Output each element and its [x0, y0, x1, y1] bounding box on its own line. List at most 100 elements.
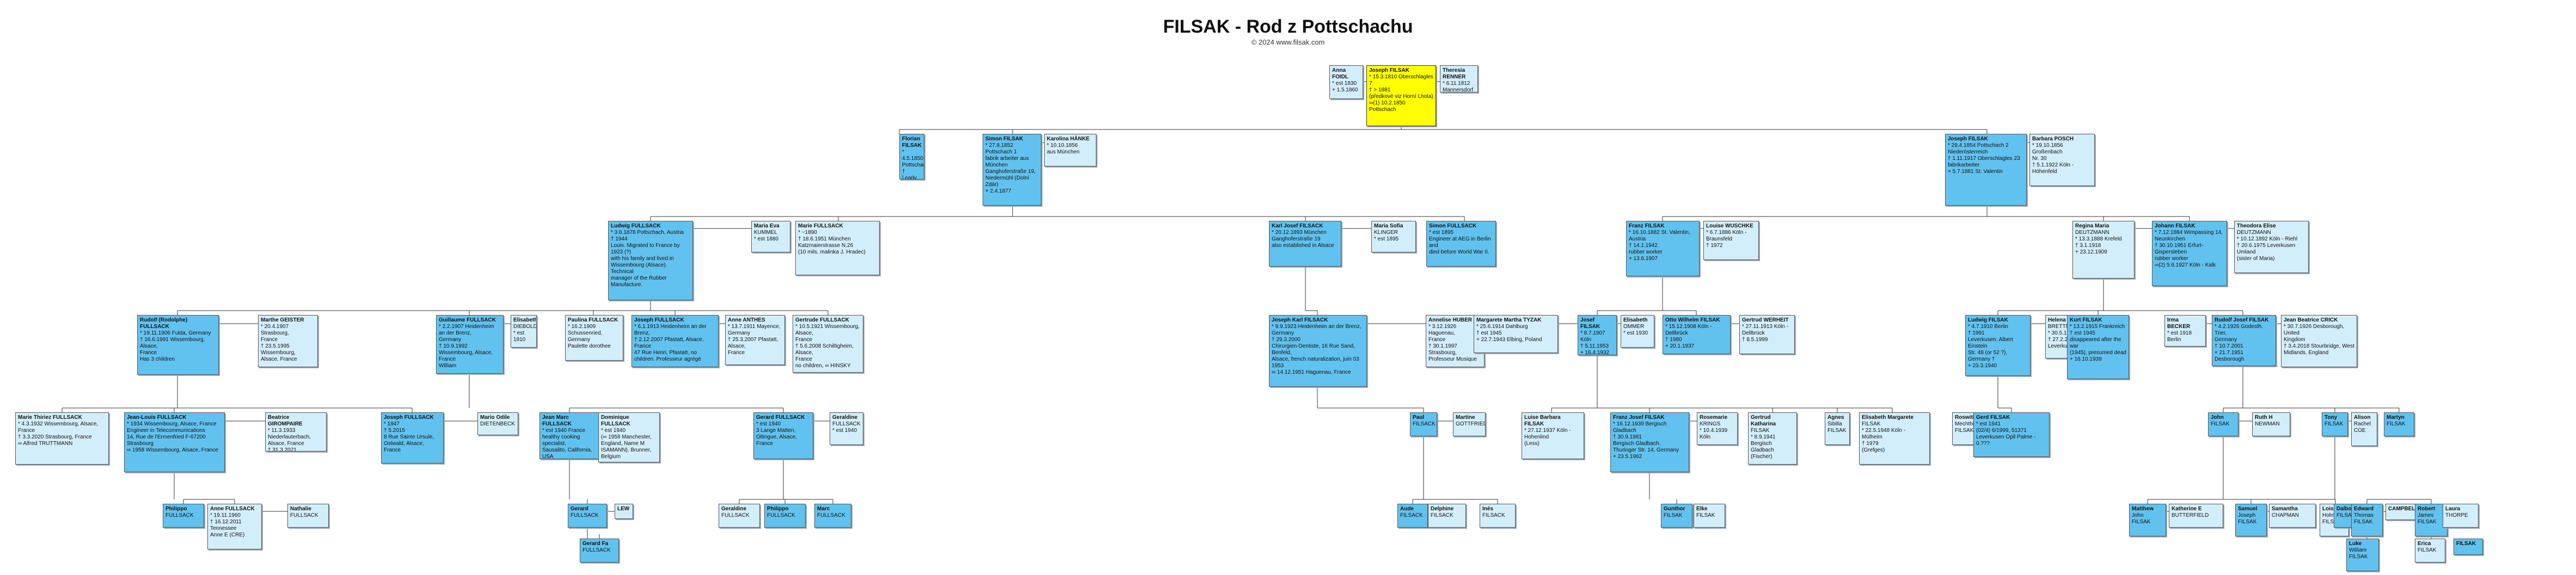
- person-box-florian[interactable]: Florian FILSAK* 4.5.1850 Pottschach†| ea…: [899, 134, 924, 180]
- person-name: Jean Beatrice CRICK: [2284, 317, 2338, 323]
- person-box-dominique[interactable]: Dominique FULLSACK* est 1940(∞ 1958 Manc…: [598, 412, 660, 462]
- person-box-gertrude-f[interactable]: Gertrude FULLSACK* 10.5.1921 Wissembourg…: [793, 315, 863, 373]
- person-detail: Kingdom: [2284, 337, 2305, 343]
- person-name: Louise WUSCHKE: [1706, 223, 1753, 229]
- person-box-louise[interactable]: Louise WUSCHKE* 6.7.1886 Köln -Braunsfel…: [1703, 221, 1759, 260]
- person-box-joseph-root[interactable]: Joseph FILSAK* 15.3.1810 Oberschlagles 7…: [1366, 65, 1436, 126]
- person-detail: † 14.1.1942: [1629, 243, 1658, 249]
- person-box-beatrice[interactable]: Beatrice GIROMPAIRE* 11.3.1933 Niederlau…: [265, 412, 327, 452]
- person-detail: * 4.7.1910 Berlin: [1968, 324, 2008, 330]
- person-box-joseph3[interactable]: Joseph FULLSACK* 6.1.1913 Heidenheim an …: [631, 315, 719, 367]
- person-name: Margarete Martha TYZAK: [1476, 317, 1542, 323]
- page-title: FILSAK - Rod z Pottschachu: [1163, 16, 1413, 37]
- person-box-guillaume[interactable]: Guillaume FULLSACK* 2.2.1907 Heidenheim …: [436, 315, 504, 374]
- person-box-anna-foidl[interactable]: Anna FOIDL* est 1830+ 1.5.1860: [1329, 65, 1363, 99]
- person-detail: Has 3 children: [140, 356, 175, 362]
- person-box-gertrud-w[interactable]: Gertrud WERHEIT* 27.11.1913 Köln -Dellbr…: [1739, 315, 1795, 354]
- person-box-lew[interactable]: LEW: [615, 504, 633, 519]
- person-box-luise[interactable]: Luise Barbara FILSAK* 27.12.1937 Köln -H…: [1522, 412, 1584, 459]
- person-box-margarete[interactable]: Margarete Martha TYZAK* 25.6.1914 Dahlbu…: [1474, 315, 1558, 353]
- person-box-johann[interactable]: Johann FILSAK* 7.12.1884 Wimpassing 14,N…: [2152, 221, 2227, 286]
- person-box-josef-f[interactable]: Josef FILSAK* 8.7.1907 Köln† 5.11.1953+ …: [1578, 315, 1617, 355]
- person-detail: * est 1940: [601, 428, 626, 434]
- person-box-paulina[interactable]: Paulina FULLSACK* 16.2.1909 Schussenried…: [565, 315, 623, 361]
- person-box-marthe[interactable]: Marthe GEISTER* 20.4.1907 Strasbourg,Fra…: [258, 315, 318, 367]
- person-detail: Alsace, France: [268, 441, 304, 447]
- person-box-filsak-last[interactable]: FILSAK: [2454, 539, 2483, 555]
- person-box-rudolf-josef[interactable]: Rudolf Josef FILSAK* 4.2.1926 Godesth. T…: [2212, 315, 2276, 366]
- person-box-marie-f[interactable]: Marie FULLSACK* ~1890† 18.6.1951 München…: [795, 221, 880, 275]
- person-detail: Anne E (CRE): [210, 532, 245, 538]
- person-name: Franz Josef FILSAK: [1613, 415, 1665, 421]
- person-name: Luise Barbara FILSAK: [1524, 415, 1561, 427]
- person-detail: * 10.12.1892 Köln - Riehl: [2237, 236, 2298, 242]
- person-box-ludwig1[interactable]: Ludwig FULLSACK* 3.6.1878 Pottschach, Au…: [608, 221, 693, 300]
- person-box-kurt[interactable]: Kurt FILSAK* 13.2.1915 Frankreich† est 1…: [2067, 315, 2129, 379]
- person-box-gerd[interactable]: Gerd FILSAK* est 1941(02/4) 6/1999, 5137…: [1973, 412, 2050, 457]
- person-box-rudolf[interactable]: Rudolf (Rodolphe) FULLSACK* 19.11.1906 F…: [137, 315, 219, 375]
- person-box-anne-f[interactable]: Anne FULLSACK* 19.11.1960† 16.12.2011 Te…: [207, 504, 262, 549]
- person-box-franz-josef[interactable]: Franz Josef FILSAK* 16.12.1939 Bergisch …: [1610, 412, 1689, 472]
- person-box-otto[interactable]: Otto Wilhelm FILSAK* 15.12.1908 Köln - D…: [1663, 315, 1731, 354]
- person-box-joseph-karl[interactable]: Joseph Karl FILSACK* 9.9.1923 Heidenheim…: [1269, 315, 1367, 387]
- person-box-jean-b[interactable]: Jean Beatrice CRICK* 30.7.1926 Desboroug…: [2281, 315, 2357, 367]
- person-detail: * est 1918: [2167, 330, 2192, 336]
- person-box-jean-louis[interactable]: Jean-Louis FULLSACK* 1934 Wissembourg, A…: [124, 412, 225, 472]
- person-box-franz[interactable]: Franz FILSAK* 16.10.1882 St. Valentin, A…: [1626, 221, 1700, 276]
- person-box-anne-anthes[interactable]: Anne ANTHES* 13.7.1911 Mayence,Germany† …: [725, 315, 785, 365]
- person-box-marie-thiriez[interactable]: Marie Thiriez FULLSACK* 4.3.1932 Wissemb…: [15, 412, 109, 465]
